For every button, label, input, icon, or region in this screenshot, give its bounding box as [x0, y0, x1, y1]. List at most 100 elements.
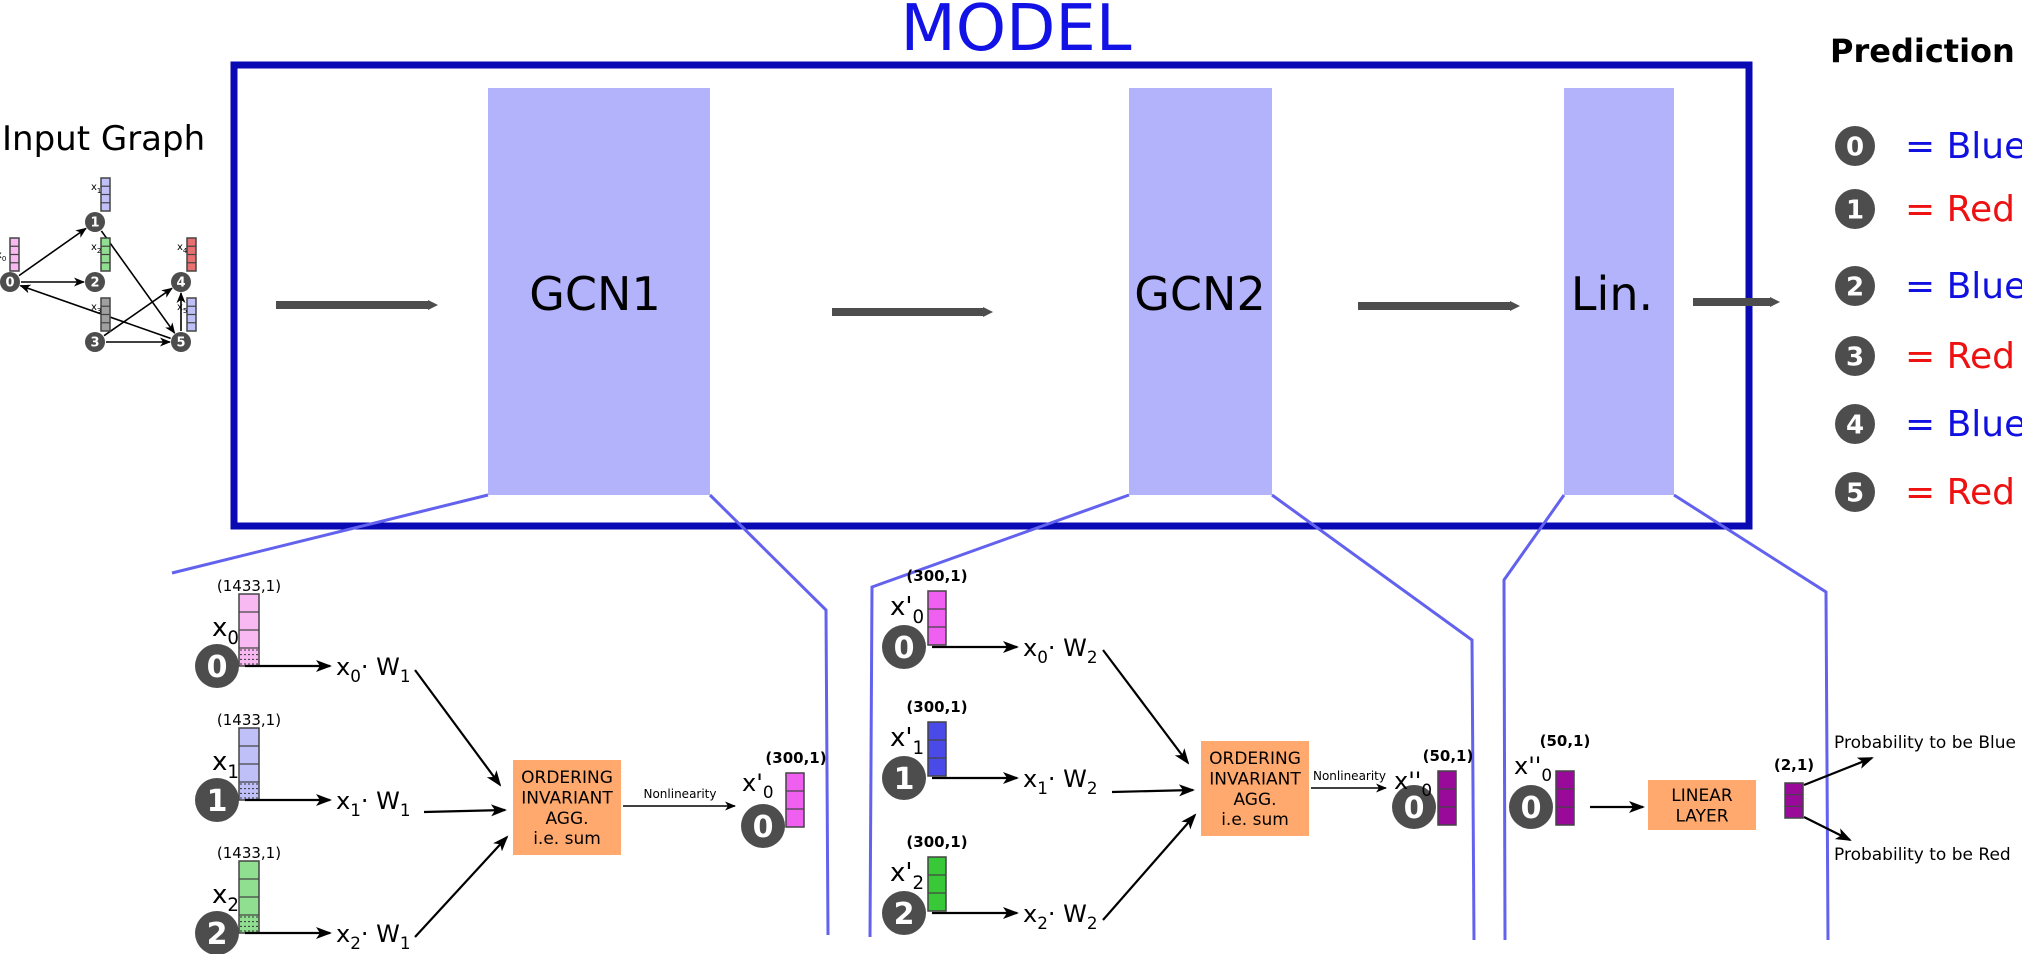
detail-node-1[interactable] — [195, 778, 239, 822]
feature-vector-1 — [927, 721, 947, 777]
prediction-node-1[interactable] — [1835, 189, 1875, 229]
aggregation-box-text: AGG. — [1233, 790, 1276, 810]
arrow-to-aggregation — [414, 669, 502, 787]
lin-input-label: x''0 — [1514, 752, 1552, 785]
feature-vector-0 — [927, 590, 947, 646]
detail-node-1[interactable] — [882, 756, 926, 800]
prediction-node-1-label: 1 — [1846, 195, 1864, 225]
detail-node-2-label: 2 — [207, 917, 228, 952]
weighted-feature-0: x0· W1 — [336, 653, 411, 686]
arrow-prob-blue — [1803, 756, 1874, 787]
feature-label-1: x1 — [212, 747, 239, 783]
mini-node-4[interactable] — [171, 272, 191, 292]
vector-shape-label: (1433,1) — [217, 577, 281, 595]
prediction-node-0-label: 0 — [1846, 132, 1864, 162]
mini-feature-label: x1 — [91, 182, 101, 195]
arrow-to-aggregation — [414, 835, 509, 938]
arrow-to-aggregation — [1111, 784, 1195, 797]
mini-node-0[interactable] — [0, 272, 20, 292]
mini-node-3[interactable] — [85, 332, 105, 352]
gcn2-zoom-left — [868, 493, 1130, 938]
prediction-node-5[interactable] — [1835, 472, 1875, 512]
feature-vector-2 — [927, 856, 947, 912]
detail-node-0-label: 0 — [894, 631, 915, 666]
model-title: MODEL — [901, 0, 1132, 66]
prediction-node-3[interactable] — [1835, 336, 1875, 376]
prediction-node-2[interactable] — [1835, 266, 1875, 306]
weighted-feature-2: x2· W1 — [336, 920, 411, 953]
mini-node-5[interactable] — [171, 332, 191, 352]
nonlinearity-label: Nonlinearity — [643, 787, 716, 801]
prediction-class-0: = Blue — [1905, 126, 2022, 167]
aggregation-box-text: AGG. — [545, 809, 588, 829]
probability-blue-label: Probability to be Blue — [1834, 733, 2016, 753]
prediction-label: Prediction — [1830, 32, 2015, 70]
output-shape-label: (50,1) — [1423, 747, 1474, 765]
weighted-feature-0: x0· W2 — [1023, 634, 1098, 667]
prediction-node-0[interactable] — [1835, 126, 1875, 166]
lin-input-node[interactable] — [1509, 785, 1553, 829]
mini-node-1-label: 1 — [90, 216, 99, 231]
vector-shape-label: (300,1) — [906, 698, 967, 716]
output-node-0[interactable] — [1392, 785, 1436, 829]
detail-node-2[interactable] — [195, 911, 239, 954]
output-vector — [785, 772, 805, 828]
output-node-0[interactable] — [741, 804, 785, 848]
aggregation-box-text: INVARIANT — [521, 788, 613, 808]
feature-vector-2-body — [927, 856, 947, 912]
mini-node-1[interactable] — [85, 212, 105, 232]
lin-zoom-left — [1502, 494, 1566, 941]
vector-shape-label: (300,1) — [906, 567, 967, 585]
prediction-node-5-label: 5 — [1846, 478, 1864, 508]
aggregation-box-text: ORDERING — [521, 768, 613, 788]
feature-vector-0 — [238, 593, 260, 667]
prediction-node-3-label: 3 — [1846, 342, 1864, 372]
feature-vector-2 — [238, 860, 260, 934]
mini-node-2-label: 2 — [90, 276, 99, 291]
gcn2-label: GCN2 — [1134, 267, 1265, 321]
arrow-to-aggregation — [1102, 813, 1197, 921]
arrow-to-aggregation — [423, 804, 507, 817]
gcn1-zoom-left — [171, 493, 489, 575]
prediction-node-4[interactable] — [1835, 404, 1875, 444]
gcn2-block[interactable] — [1129, 88, 1272, 495]
detail-node-1-label: 1 — [207, 784, 228, 819]
feature-vector-0-body — [927, 590, 947, 646]
output-node-0-label: 0 — [1404, 791, 1425, 826]
detail-node-2[interactable] — [882, 891, 926, 935]
gcn1-label: GCN1 — [529, 267, 660, 321]
prediction-class-4: = Blue — [1905, 404, 2022, 445]
output-feature-label: x''0 — [1394, 767, 1432, 800]
mini-edge — [103, 287, 173, 337]
feature-label-2: x2 — [212, 880, 239, 916]
mini-feature-label: x0 — [0, 250, 6, 263]
mini-edge — [100, 230, 176, 334]
lin-input-vector-body — [1555, 770, 1575, 826]
mini-edge — [18, 227, 87, 277]
vector-shape-label: (1433,1) — [217, 844, 281, 862]
lin-block[interactable] — [1564, 88, 1674, 495]
output-feature-label: x'0 — [742, 769, 774, 802]
mini-vector-2 — [100, 237, 111, 272]
model-box — [230, 61, 1753, 530]
gcn1-zoom-right — [708, 493, 830, 936]
detail-node-0[interactable] — [195, 644, 239, 688]
mini-vector-0 — [9, 237, 20, 272]
gcn2-zoom-right — [1271, 493, 1476, 941]
mini-vector-4 — [186, 237, 197, 272]
detail-node-1-label: 1 — [894, 762, 915, 797]
detail-node-0[interactable] — [882, 625, 926, 669]
mini-vector-3 — [100, 297, 111, 332]
mini-feature-label: x2 — [91, 242, 101, 255]
feature-vector-1-body — [927, 721, 947, 777]
mini-node-2[interactable] — [85, 272, 105, 292]
gcn1-block[interactable] — [488, 88, 710, 495]
prediction-class-3: = Red — [1905, 336, 2015, 377]
zoom-connectors — [171, 493, 1830, 941]
output-vector-body — [1437, 770, 1457, 826]
